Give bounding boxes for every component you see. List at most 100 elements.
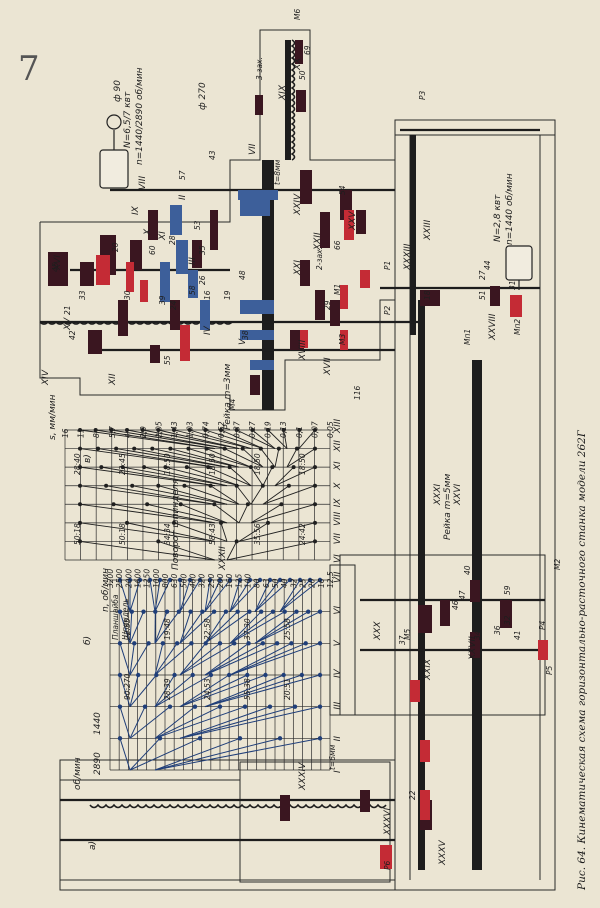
feed-node <box>222 446 227 451</box>
feed-node <box>99 465 104 470</box>
gear-number-label: 11 <box>473 780 482 790</box>
speed-ray <box>129 737 161 771</box>
speed-shaft-label: IV <box>333 668 343 678</box>
misc-label: 2-зах. <box>315 247 324 270</box>
speed-ray <box>229 611 285 644</box>
feed-node <box>297 428 302 432</box>
feed-value-label: 0,05 <box>326 421 335 438</box>
speed-node <box>235 609 240 614</box>
gear-blue-5 <box>200 300 210 330</box>
feed-ray <box>205 429 264 449</box>
speed-node <box>192 704 198 709</box>
gear-dark-31 <box>88 330 102 354</box>
shaft-roman-label: XXX <box>373 621 383 641</box>
shaft-roman-label: IV <box>203 325 213 335</box>
gear-number-label: 66 <box>333 240 342 250</box>
gear-number-label: 31 <box>508 280 517 290</box>
feed-node <box>78 428 82 432</box>
speed-ray <box>149 579 156 612</box>
speed-ray <box>179 706 296 739</box>
gear-red-15 <box>420 740 430 762</box>
feed-node <box>186 446 191 451</box>
feed-ray <box>184 485 240 505</box>
speed-ray <box>119 738 131 771</box>
speed-ray <box>229 579 251 612</box>
speed-value-label: 20 <box>308 578 317 588</box>
gear-number-label: 36 <box>493 625 502 635</box>
speed-node <box>317 672 323 678</box>
gear-number-label: 42 <box>68 330 77 340</box>
feed-ray <box>173 429 252 450</box>
motor-speed-label: 1440 <box>93 712 103 735</box>
speed-value-label: 1600 <box>134 569 143 588</box>
speed-value-label: 3200 <box>106 569 115 588</box>
gear-number-label: 24 <box>169 300 178 310</box>
gear-number-label: 18 <box>423 290 432 300</box>
feed-ray <box>79 503 216 524</box>
feed-node <box>266 520 270 525</box>
part-label-v: в) <box>83 454 93 463</box>
feed-ray <box>134 448 228 468</box>
feed-ray <box>267 429 288 449</box>
speed-node <box>141 609 146 614</box>
speed-shaft-label: III <box>333 701 343 709</box>
feed-node <box>245 502 250 507</box>
speed-node <box>270 609 276 614</box>
speed-ray <box>119 579 131 612</box>
feed-value-label: 1,43 <box>170 421 179 438</box>
shaft-xxxi <box>418 300 425 870</box>
speed-node <box>289 641 294 646</box>
speed-ratio-label: 90:270 <box>123 673 132 700</box>
feed-ratio-label: 23:45 <box>118 453 127 475</box>
feed-ray <box>252 429 276 449</box>
feed-ray <box>126 429 228 450</box>
feed-node <box>172 520 176 525</box>
spindle-vii <box>262 160 274 410</box>
shaft-roman-label: XVIII <box>298 339 308 361</box>
main-motor-power: N=6,5/7 квт <box>123 91 133 148</box>
feed-node <box>204 446 209 451</box>
gear-number-label: 54 <box>338 185 347 195</box>
feed-ray <box>132 485 228 505</box>
feed-ray <box>236 485 252 505</box>
speed-node <box>282 609 287 614</box>
speed-value-label: 2500 <box>115 569 124 588</box>
speed-node <box>188 609 193 614</box>
feed-ray <box>170 448 240 468</box>
feed-ray <box>224 448 264 468</box>
feed-node <box>281 428 286 432</box>
gear-number-label: 19 <box>223 290 232 300</box>
speed-ratio-label: 22:58 <box>203 618 212 640</box>
feed-node <box>203 428 208 432</box>
feed-shaft-label: X <box>333 482 343 490</box>
shaft-roman-label: XXXII <box>218 546 228 571</box>
feed-ray <box>79 466 216 487</box>
feed-shaft-label: VI <box>333 554 343 563</box>
speed-ray <box>154 579 161 612</box>
gear-number-label: 34 <box>473 630 482 640</box>
feed-node <box>208 483 213 488</box>
speed-node <box>317 577 323 583</box>
feed-ray <box>180 503 228 524</box>
speed-node <box>274 641 280 646</box>
shaft-roman-label: XXXIV <box>298 762 308 791</box>
speed-node <box>167 577 173 583</box>
speed-node <box>127 577 133 583</box>
feed-node <box>93 428 98 432</box>
speed-node <box>317 736 323 741</box>
feed-value-label: 0,37 <box>232 421 241 438</box>
feed-node <box>219 428 223 432</box>
speed-node <box>246 641 251 646</box>
speed-node <box>226 672 232 678</box>
speed-value-label: 125 <box>234 573 243 588</box>
shaft-roman-label: III <box>188 257 198 265</box>
speed-node <box>187 577 193 583</box>
misc-label: M6 <box>293 9 302 20</box>
gear-number-label: 50 <box>298 70 307 80</box>
feed-value-label: 4 <box>123 433 132 438</box>
feed-ray <box>250 503 282 524</box>
gear-number-label: 47 <box>458 590 467 600</box>
gear-dark-7 <box>170 300 180 330</box>
motor-main <box>99 114 129 189</box>
